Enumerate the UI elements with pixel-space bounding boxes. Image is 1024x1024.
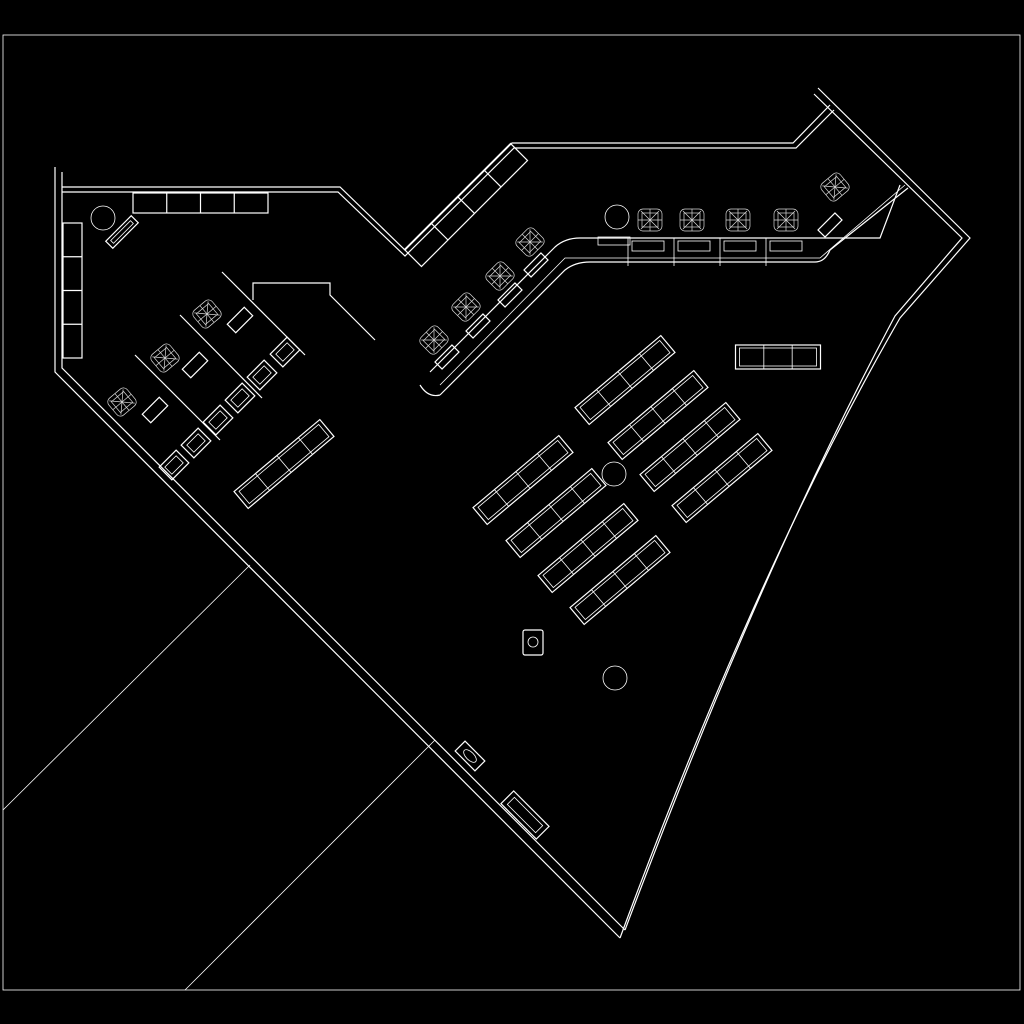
cabinet bbox=[224, 382, 256, 414]
partition bbox=[134, 354, 221, 441]
shelving-unit bbox=[132, 192, 269, 214]
bench-row bbox=[639, 401, 741, 493]
floor-fixture bbox=[522, 629, 544, 656]
workstation bbox=[723, 240, 757, 252]
workstation bbox=[465, 313, 491, 339]
bench bbox=[104, 214, 140, 250]
workstation bbox=[631, 240, 665, 252]
round-table bbox=[90, 205, 116, 231]
workstation bbox=[817, 212, 843, 238]
building-walls bbox=[54, 87, 971, 939]
bench-row bbox=[472, 434, 574, 526]
workstation bbox=[677, 240, 711, 252]
chair bbox=[419, 325, 449, 355]
shelving-unit bbox=[403, 142, 529, 268]
chair bbox=[515, 227, 545, 257]
partition bbox=[252, 282, 376, 341]
floor-fixture bbox=[454, 740, 486, 772]
round-table bbox=[602, 665, 628, 691]
bench-row bbox=[569, 534, 671, 626]
shelving-unit bbox=[62, 222, 83, 359]
bench-row bbox=[671, 432, 773, 524]
bench-row bbox=[505, 467, 607, 559]
partition bbox=[179, 314, 263, 399]
site-line bbox=[2, 564, 251, 811]
round-table bbox=[604, 204, 630, 230]
round-table bbox=[601, 461, 627, 487]
workstation bbox=[769, 240, 803, 252]
chair bbox=[820, 172, 850, 202]
bench-row bbox=[734, 344, 822, 370]
cabinet bbox=[180, 427, 212, 459]
drawing-border bbox=[2, 34, 1021, 991]
bench-row bbox=[537, 502, 639, 594]
chair bbox=[150, 343, 180, 373]
floor-fixture-mark bbox=[527, 636, 539, 648]
chair bbox=[451, 292, 481, 322]
cabinet bbox=[202, 404, 234, 436]
workstation bbox=[523, 252, 549, 278]
chair bbox=[485, 261, 515, 291]
bench-row bbox=[574, 334, 676, 426]
partition bbox=[221, 271, 306, 356]
workstation bbox=[597, 236, 631, 246]
desk bbox=[226, 306, 254, 334]
workstation bbox=[434, 344, 460, 370]
bench-row bbox=[233, 418, 335, 510]
chair bbox=[107, 387, 137, 417]
cabinet bbox=[158, 449, 190, 481]
desk bbox=[181, 351, 209, 379]
site-line bbox=[184, 739, 436, 991]
chair bbox=[725, 208, 751, 232]
service-counter bbox=[419, 184, 909, 397]
reception-desk bbox=[500, 790, 550, 840]
chair bbox=[773, 208, 799, 232]
bench-row bbox=[607, 369, 709, 461]
workstation bbox=[497, 282, 523, 308]
cabinet bbox=[246, 359, 278, 391]
chair bbox=[192, 299, 222, 329]
cabinet bbox=[269, 336, 301, 368]
desk bbox=[141, 396, 169, 424]
chair bbox=[637, 208, 663, 232]
chair bbox=[679, 208, 705, 232]
